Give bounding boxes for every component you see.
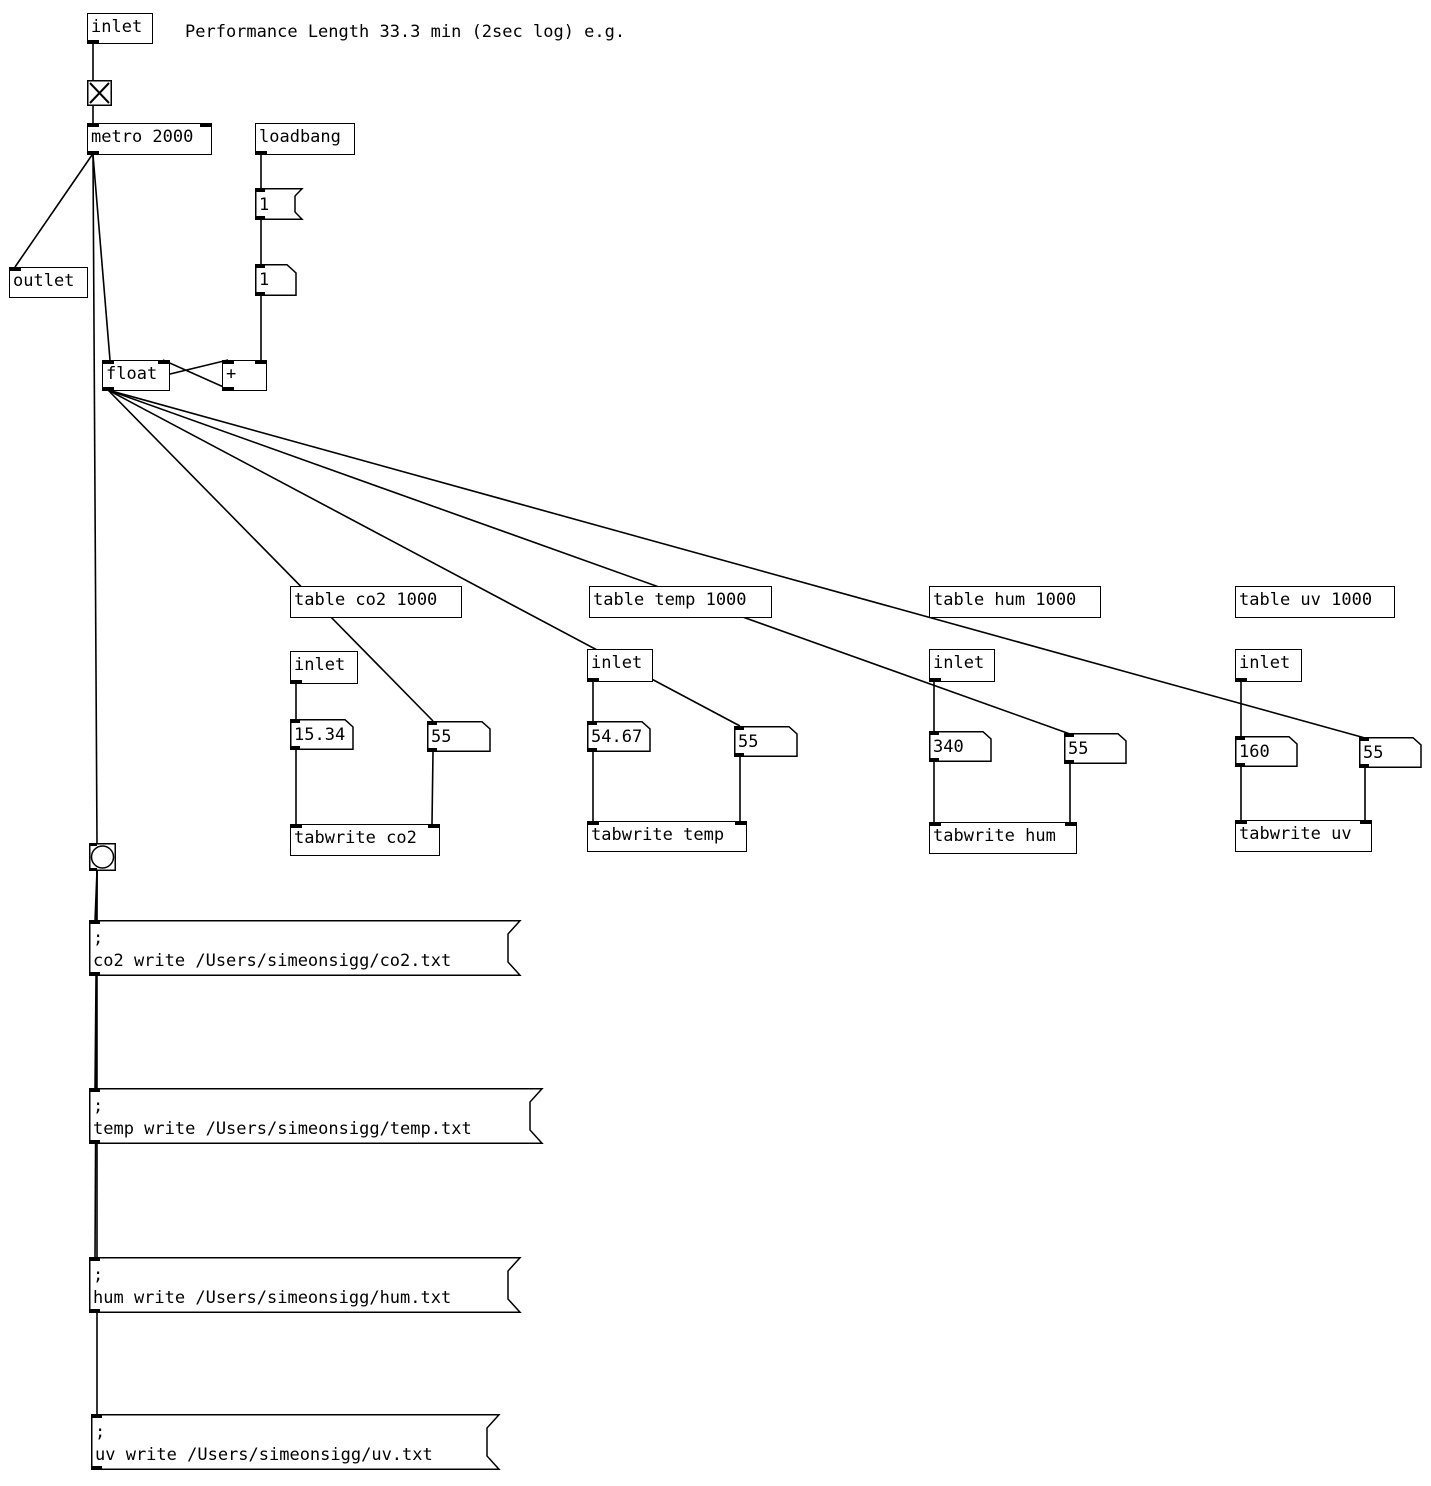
uv-write-line1: ; bbox=[95, 1422, 106, 1442]
tabwrite-uv-label: tabwrite uv bbox=[1239, 824, 1352, 844]
co2-value: 15.34 bbox=[294, 725, 346, 745]
outlet-label: outlet bbox=[13, 271, 75, 291]
increment-message[interactable]: 1 bbox=[255, 188, 304, 220]
inlet-uv-label: inlet bbox=[1239, 653, 1291, 673]
inlet-co2-object[interactable]: inlet bbox=[290, 651, 358, 684]
uv-write-message[interactable]: ; uv write /Users/simeonsigg/uv.txt bbox=[91, 1414, 501, 1470]
table-temp-label: table temp 1000 bbox=[593, 590, 747, 610]
table-hum-object[interactable]: table hum 1000 bbox=[929, 586, 1101, 618]
loadbang-object[interactable]: loadbang bbox=[255, 123, 355, 155]
temp-index-number-box[interactable]: 55 bbox=[734, 726, 798, 757]
co2-value-number-box[interactable]: 15.34 bbox=[290, 719, 354, 750]
inlet-object[interactable]: inlet bbox=[87, 13, 153, 44]
tabwrite-co2-object[interactable]: tabwrite co2 bbox=[290, 824, 440, 856]
cord-metro-bang bbox=[92, 154, 98, 844]
tabwrite-hum-object[interactable]: tabwrite hum bbox=[929, 822, 1077, 854]
uv-value-number-box[interactable]: 160 bbox=[1235, 736, 1298, 767]
table-temp-object[interactable]: table temp 1000 bbox=[589, 586, 772, 618]
hum-value-number-box[interactable]: 340 bbox=[929, 731, 992, 762]
temp-index: 55 bbox=[738, 732, 759, 752]
inlet-uv-object[interactable]: inlet bbox=[1235, 649, 1302, 682]
co2-index: 55 bbox=[431, 727, 452, 747]
tabwrite-temp-label: tabwrite temp bbox=[591, 825, 725, 845]
inlet-label: inlet bbox=[91, 17, 143, 37]
cord-float-co2index bbox=[107, 389, 434, 722]
outlet-object[interactable]: outlet bbox=[9, 267, 88, 298]
counter-value: 1 bbox=[259, 270, 270, 290]
table-uv-label: table uv 1000 bbox=[1239, 590, 1373, 610]
hum-value: 340 bbox=[933, 737, 964, 757]
counter-number-box[interactable]: 1 bbox=[255, 264, 297, 296]
cord-bang-co2write bbox=[94, 870, 98, 922]
increment-message-label: 1 bbox=[259, 195, 270, 215]
co2-write-message[interactable]: ; co2 write /Users/simeonsigg/co2.txt bbox=[89, 920, 522, 976]
tabwrite-uv-object[interactable]: tabwrite uv bbox=[1235, 820, 1372, 852]
toggle-x-icon bbox=[87, 80, 112, 106]
temp-value: 54.67 bbox=[591, 727, 643, 747]
table-co2-label: table co2 1000 bbox=[294, 590, 438, 610]
performance-comment: Performance Length 33.3 min (2sec log) e… bbox=[185, 22, 626, 42]
temp-value-number-box[interactable]: 54.67 bbox=[587, 721, 651, 752]
temp-write-line1: ; bbox=[93, 1096, 104, 1116]
uv-value: 160 bbox=[1239, 742, 1270, 762]
bang-circle-icon bbox=[89, 843, 116, 871]
tabwrite-co2-label: tabwrite co2 bbox=[294, 828, 417, 848]
metro-object[interactable]: metro 2000 bbox=[87, 123, 212, 155]
loadbang-label: loadbang bbox=[259, 127, 341, 147]
bang[interactable] bbox=[89, 843, 116, 871]
table-co2-object[interactable]: table co2 1000 bbox=[290, 586, 462, 618]
uv-write-line2: uv write /Users/simeonsigg/uv.txt bbox=[95, 1445, 433, 1465]
metro-label: metro 2000 bbox=[91, 127, 194, 147]
temp-write-line2: temp write /Users/simeonsigg/temp.txt bbox=[93, 1119, 472, 1139]
cord-bang-tempwrite bbox=[94, 870, 98, 1090]
hum-index: 55 bbox=[1068, 739, 1089, 759]
tabwrite-temp-object[interactable]: tabwrite temp bbox=[587, 821, 747, 852]
inlet-temp-object[interactable]: inlet bbox=[587, 649, 653, 682]
uv-index: 55 bbox=[1363, 743, 1384, 763]
inlet-temp-label: inlet bbox=[591, 653, 643, 673]
co2-write-line1: ; bbox=[93, 928, 104, 948]
cord-float-humindex bbox=[107, 389, 1071, 735]
tabwrite-hum-label: tabwrite hum bbox=[933, 826, 1056, 846]
cord-plus-float bbox=[162, 359, 229, 390]
float-object[interactable]: float bbox=[102, 360, 170, 391]
co2-index-number-box[interactable]: 55 bbox=[427, 721, 491, 752]
hum-write-line2: hum write /Users/simeonsigg/hum.txt bbox=[93, 1288, 452, 1308]
inlet-co2-label: inlet bbox=[294, 655, 346, 675]
cord-co2-index-tabwrite bbox=[431, 751, 434, 825]
uv-index-number-box[interactable]: 55 bbox=[1359, 737, 1422, 768]
inlet-hum-label: inlet bbox=[933, 653, 985, 673]
co2-write-line2: co2 write /Users/simeonsigg/co2.txt bbox=[93, 951, 452, 971]
toggle[interactable] bbox=[87, 80, 112, 106]
plus-object[interactable]: + bbox=[222, 360, 267, 391]
hum-index-number-box[interactable]: 55 bbox=[1064, 733, 1127, 764]
inlet-hum-object[interactable]: inlet bbox=[929, 649, 995, 682]
float-label: float bbox=[106, 364, 158, 384]
hum-write-message[interactable]: ; hum write /Users/simeonsigg/hum.txt bbox=[89, 1257, 522, 1313]
plus-label: + bbox=[226, 364, 237, 384]
hum-write-line1: ; bbox=[93, 1265, 104, 1285]
table-hum-label: table hum 1000 bbox=[933, 590, 1077, 610]
cord-metro-outlet bbox=[14, 154, 93, 268]
temp-write-message[interactable]: ; temp write /Users/simeonsigg/temp.txt bbox=[89, 1088, 544, 1144]
cord-metro-float bbox=[92, 154, 111, 361]
table-uv-object[interactable]: table uv 1000 bbox=[1235, 586, 1395, 618]
cord-float-uvindex bbox=[107, 389, 1366, 739]
